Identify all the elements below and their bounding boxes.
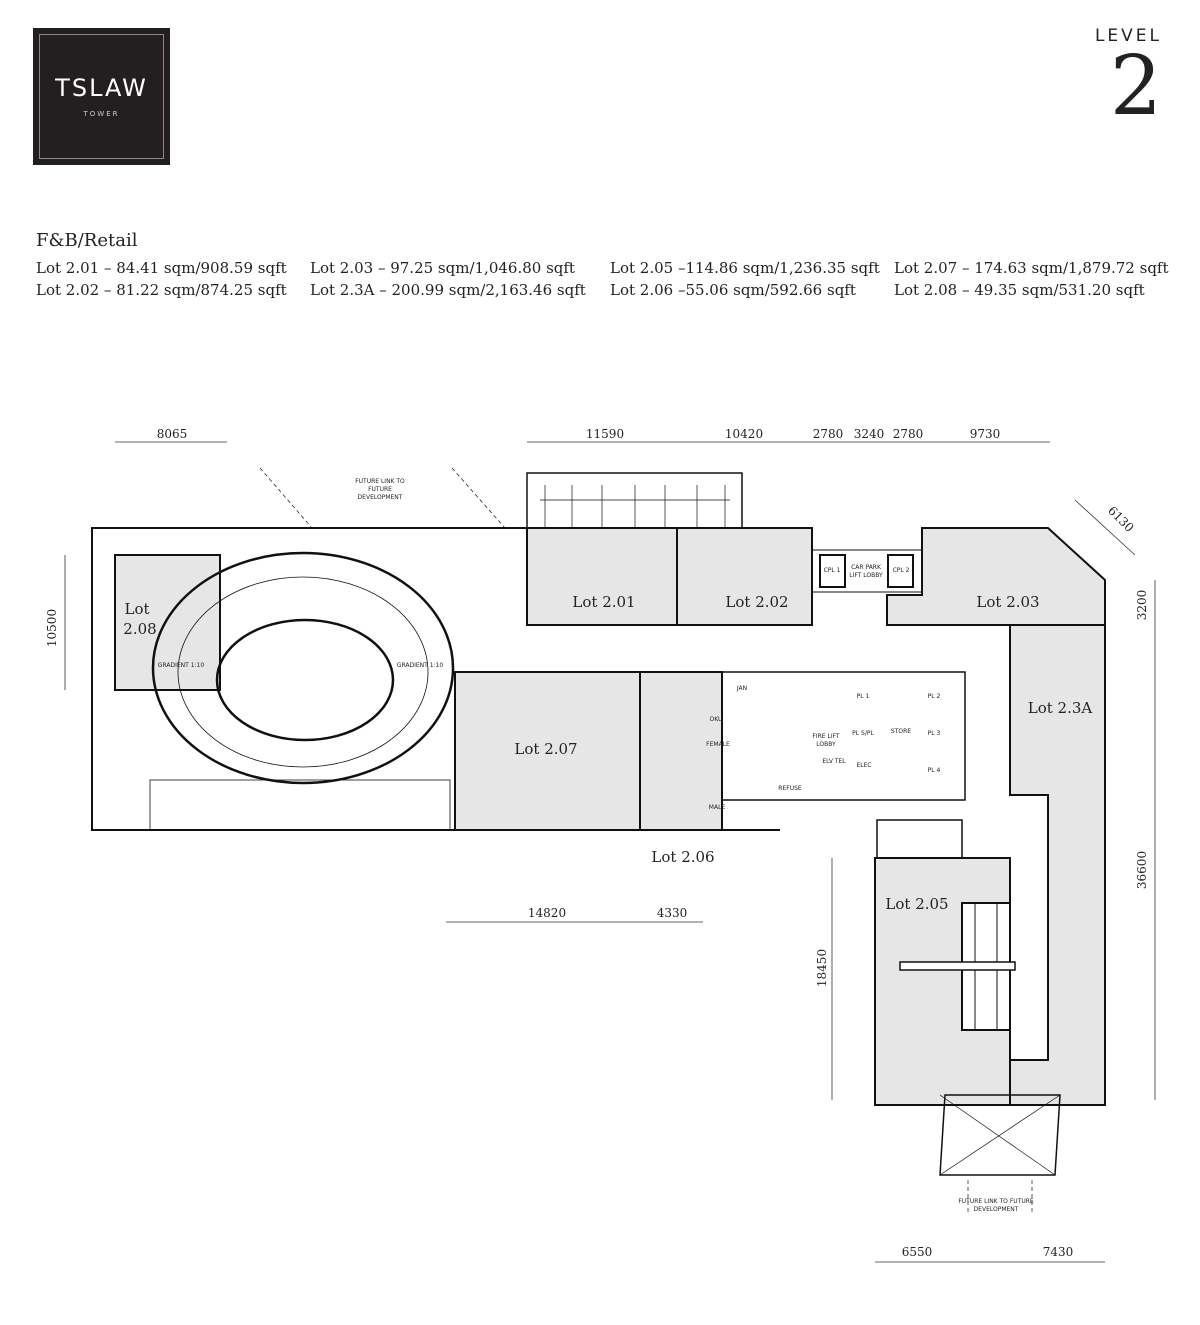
lot-2-05-label: Lot 2.05 bbox=[885, 895, 948, 913]
pl3-label: PL 3 bbox=[928, 730, 941, 737]
dim-18450: 18450 bbox=[815, 949, 829, 987]
dim-7430: 7430 bbox=[1043, 1245, 1074, 1259]
refuse-label: REFUSE bbox=[778, 785, 802, 792]
lot-area-item: Lot 2.3A – 200.99 sqm/2,163.46 sqft bbox=[310, 281, 586, 299]
lot-2-08-area[interactable] bbox=[114, 554, 221, 691]
lot-2-06-area[interactable] bbox=[639, 671, 723, 831]
pl2-label: PL 2 bbox=[928, 693, 941, 700]
car-park-lift-lobby bbox=[811, 549, 923, 593]
dim-6550: 6550 bbox=[902, 1245, 933, 1259]
north-bridge bbox=[526, 472, 743, 529]
cpl2-label: CPL 2 bbox=[893, 567, 910, 574]
lot-2-07-area[interactable] bbox=[454, 671, 641, 831]
dim-4330: 4330 bbox=[657, 906, 688, 920]
lot-area-item: Lot 2.01 – 84.41 sqm/908.59 sqft bbox=[36, 259, 287, 277]
lot-area-item: Lot 2.08 – 49.35 sqm/531.20 sqft bbox=[894, 281, 1145, 299]
car-park-lobby-label: CAR PARK bbox=[851, 564, 882, 571]
section-heading: F&B/Retail bbox=[36, 230, 138, 251]
future-link-label: FUTURE LINK TO bbox=[355, 478, 405, 485]
lot-area-item: Lot 2.03 – 97.25 sqm/1,046.80 sqft bbox=[310, 259, 575, 277]
level-indicator: LEVEL 2 bbox=[1095, 26, 1162, 128]
lot-2-3a-area[interactable] bbox=[1009, 624, 1106, 1106]
gradient-label: GRADIENT 1:10 bbox=[397, 662, 444, 669]
dim-10420: 10420 bbox=[725, 427, 763, 441]
future-link-label: FUTURE LINK TO FUTURE bbox=[958, 1198, 1034, 1205]
lot-2-01-area[interactable] bbox=[526, 527, 678, 626]
lot-area-item: Lot 2.06 –55.06 sqm/592.66 sqft bbox=[610, 281, 856, 299]
dim-14820: 14820 bbox=[528, 906, 566, 920]
car-ramp-outer bbox=[151, 551, 455, 785]
dim-3200: 3200 bbox=[1135, 590, 1149, 621]
level-number: 2 bbox=[1109, 39, 1162, 134]
dim-10500: 10500 bbox=[45, 609, 59, 647]
dim-6130: 6130 bbox=[1105, 503, 1136, 534]
lot-2-02-label: Lot 2.02 bbox=[725, 593, 788, 611]
fire-lift-lobby-label: FIRE LIFT bbox=[812, 733, 840, 740]
elv-tel-label: ELV TEL bbox=[822, 758, 846, 765]
dim-2780b: 2780 bbox=[893, 427, 924, 441]
dim-11590: 11590 bbox=[586, 427, 624, 441]
lot-area-item: Lot 2.02 – 81.22 sqm/874.25 sqft bbox=[36, 281, 287, 299]
lot-2-06-label: Lot 2.06 bbox=[651, 848, 714, 866]
car-ramp-inner bbox=[215, 618, 395, 742]
cpl1-label: CPL 1 bbox=[824, 567, 841, 574]
dim-8065: 8065 bbox=[157, 427, 188, 441]
pl-service-label: PL S/PL bbox=[852, 730, 874, 737]
lot-2-08-label-2: 2.08 bbox=[123, 620, 156, 638]
tslaw-tower-logo: TSLAW TOWER bbox=[33, 28, 170, 165]
logo-sub: TOWER bbox=[83, 110, 120, 118]
lot-2-03-area[interactable] bbox=[886, 527, 1106, 626]
elec-label: ELEC bbox=[856, 762, 871, 769]
lot-2-02-area[interactable] bbox=[676, 527, 813, 626]
car-park-lobby-label: LIFT LOBBY bbox=[849, 572, 883, 579]
lot-2-3a-label: Lot 2.3A bbox=[1028, 699, 1093, 717]
jan-label: JAN bbox=[736, 685, 747, 692]
lot-2-03-label: Lot 2.03 bbox=[976, 593, 1039, 611]
lot-area-item: Lot 2.05 –114.86 sqm/1,236.35 sqft bbox=[610, 259, 880, 277]
dim-9730: 9730 bbox=[970, 427, 1001, 441]
future-link-label: FUTURE bbox=[368, 486, 392, 493]
lot-2-01-label: Lot 2.01 bbox=[572, 593, 635, 611]
fire-lift-lobby-label: LOBBY bbox=[816, 741, 836, 748]
pl4-label: PL 4 bbox=[928, 767, 941, 774]
lot-area-item: Lot 2.07 – 174.63 sqm/1,879.72 sqft bbox=[894, 259, 1169, 277]
oku-label: OKU bbox=[710, 716, 723, 723]
male-wc-label: MALE bbox=[709, 804, 726, 811]
female-wc-label: FEMALE bbox=[706, 741, 730, 748]
dim-36600: 36600 bbox=[1135, 851, 1149, 889]
level-label: LEVEL bbox=[1094, 26, 1162, 46]
pl1-label: PL 1 bbox=[857, 693, 870, 700]
gradient-label: GRADIENT 1:10 bbox=[158, 662, 205, 669]
lot-2-07-label: Lot 2.07 bbox=[514, 740, 577, 758]
future-link-label: DEVELOPMENT bbox=[974, 1206, 1019, 1213]
dim-3240: 3240 bbox=[854, 427, 885, 441]
lot-2-08-label-1: Lot bbox=[124, 600, 149, 618]
core-area bbox=[721, 671, 966, 801]
store-label: STORE bbox=[891, 728, 911, 735]
logo-name: TSLAW bbox=[55, 74, 148, 102]
future-link-label: DEVELOPMENT bbox=[358, 494, 403, 501]
dim-2780a: 2780 bbox=[813, 427, 844, 441]
